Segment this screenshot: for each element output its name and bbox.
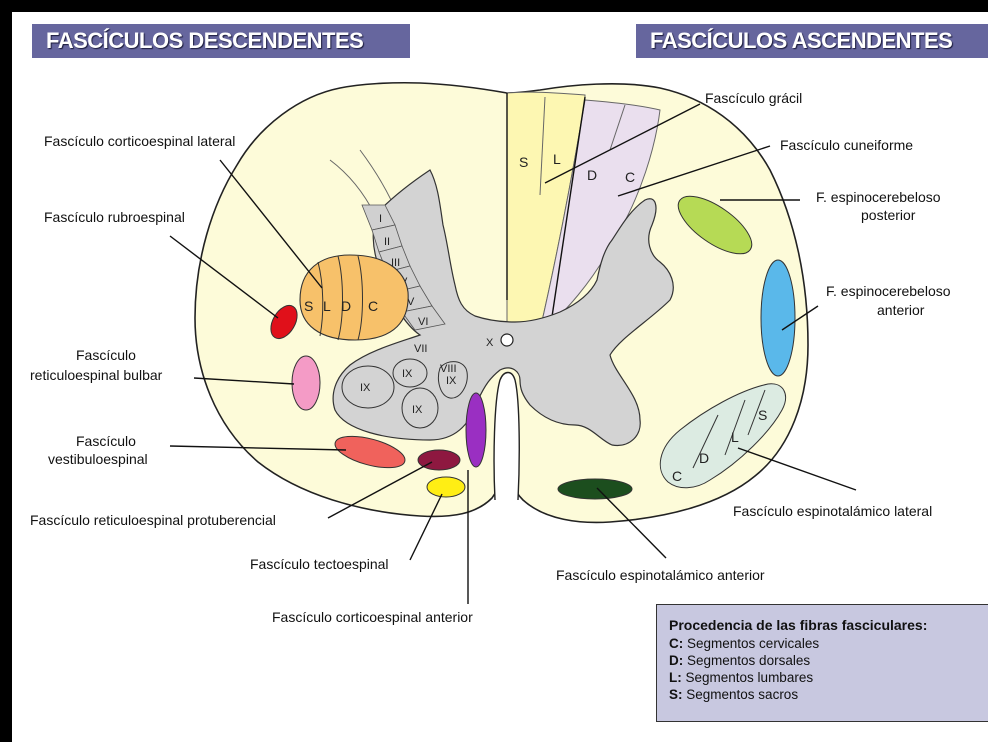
legend-row-d: D: Segmentos dorsales [669, 652, 977, 669]
legend-text: Segmentos cervicales [687, 636, 819, 651]
fasciculo-reticuloespinal-protuberencial [418, 450, 460, 470]
lamina-I: I [379, 213, 382, 225]
cel-seg-D: D [341, 298, 351, 314]
fasciculo-corticoespinal-lateral [300, 255, 408, 340]
label-espinocerebeloso-posterior-1: F. espinocerebeloso [816, 189, 941, 205]
label-rubroespinal: Fascículo rubroespinal [44, 209, 185, 225]
label-espinotalamico-anterior: Fascículo espinotalámico anterior [556, 567, 765, 583]
legend-text: Segmentos dorsales [687, 653, 810, 668]
label-cuneiforme: Fascículo cuneiforme [780, 137, 913, 153]
label-vestibuloespinal-2: vestibuloespinal [48, 451, 148, 467]
cel-seg-L: L [323, 298, 331, 314]
legend-row-c: C: Segmentos cervicales [669, 635, 977, 652]
legend-row-s: S: Segmentos sacros [669, 686, 977, 703]
etl-seg-C: C [672, 468, 682, 484]
label-reticuloespinal-bulbar-1: Fascículo [76, 347, 136, 363]
etl-seg-L: L [731, 429, 739, 445]
fasciculo-corticoespinal-anterior [466, 393, 486, 467]
legend-title: Procedencia de las fibras fasciculares: [669, 617, 977, 634]
fasciculo-espinotalamico-anterior [558, 479, 632, 499]
fasciculo-espinocerebeloso-anterior [761, 260, 795, 376]
lamina-VII: VII [414, 343, 427, 355]
label-tectoespinal: Fascículo tectoespinal [250, 556, 389, 572]
legend-box: Procedencia de las fibras fasciculares: … [656, 604, 988, 722]
label-reticuloespinal-protuberencial: Fascículo reticuloespinal protuberencial [30, 512, 276, 528]
lamina-IX-a: IX [360, 382, 371, 394]
fasciculo-tectoespinal [427, 477, 465, 497]
label-vestibuloespinal-1: Fascículo [76, 433, 136, 449]
central-canal [501, 334, 513, 346]
anterior-median-fissure [494, 373, 519, 501]
legend-row-l: L: Segmentos lumbares [669, 669, 977, 686]
legend-key: C: [669, 636, 683, 651]
label-corticoespinal-lateral: Fascículo corticoespinal lateral [44, 133, 235, 149]
label-espinotalamico-lateral: Fascículo espinotalámico lateral [733, 503, 932, 519]
label-espinocerebeloso-anterior-1: F. espinocerebeloso [826, 283, 951, 299]
label-corticoespinal-anterior: Fascículo corticoespinal anterior [272, 609, 473, 625]
label-gracil: Fascículo grácil [705, 90, 802, 106]
lamina-X: X [486, 337, 494, 349]
cuneiforme-seg-D: D [587, 167, 597, 183]
gracil-seg-S: S [519, 154, 528, 170]
legend-text: Segmentos lumbares [686, 670, 814, 685]
cel-seg-C: C [368, 298, 378, 314]
diagram-canvas: FASCÍCULOS DESCENDENTES FASCÍCULOS ASCEN… [12, 12, 988, 742]
lamina-IX-b: IX [402, 368, 413, 380]
etl-seg-D: D [699, 450, 709, 466]
label-espinocerebeloso-posterior-2: posterior [861, 207, 916, 223]
lamina-VIII: VIII [440, 363, 457, 375]
lamina-II: II [384, 236, 390, 248]
fasciculo-reticuloespinal-bulbar [292, 356, 320, 410]
gracil-seg-L: L [553, 151, 561, 167]
etl-seg-S: S [758, 407, 767, 423]
lamina-IX-d: IX [446, 375, 457, 387]
cuneiforme-seg-C: C [625, 169, 635, 185]
legend-key: D: [669, 653, 683, 668]
legend-text: Segmentos sacros [686, 687, 798, 702]
legend-key: S: [669, 687, 683, 702]
lamina-VI: VI [418, 316, 428, 328]
legend-key: L: [669, 670, 682, 685]
label-espinocerebeloso-anterior-2: anterior [877, 302, 925, 318]
label-reticuloespinal-bulbar-2: reticuloespinal bulbar [30, 367, 163, 383]
cel-seg-S: S [304, 298, 313, 314]
lamina-IX-c: IX [412, 404, 423, 416]
